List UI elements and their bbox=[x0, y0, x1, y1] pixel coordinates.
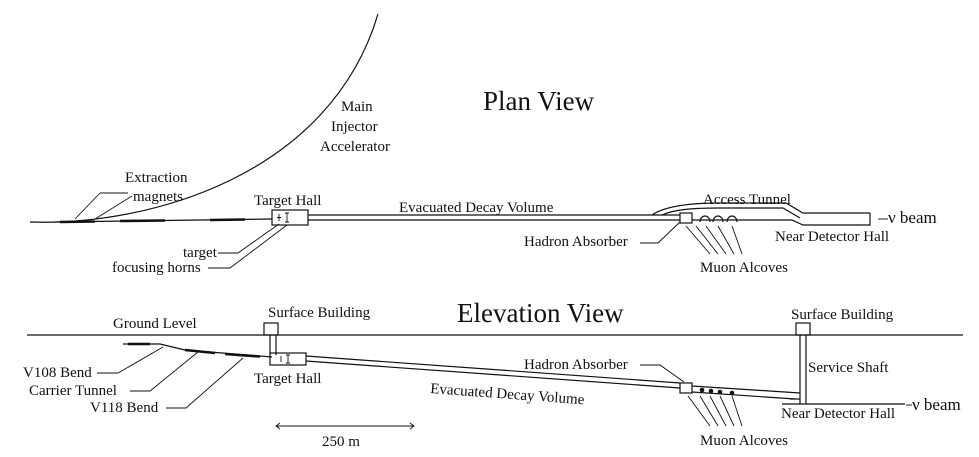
left-shaft bbox=[269, 335, 277, 355]
elevation-downstream-tunnel bbox=[691, 385, 801, 400]
carrier-tunnel-label: Carrier Tunnel bbox=[29, 383, 117, 399]
main-injector-label-3: Accelerator bbox=[320, 139, 390, 155]
elevation-nu-beam-label: ν beam bbox=[912, 395, 961, 414]
plan-target-label: target bbox=[183, 245, 218, 261]
plan-hadron-absorber-leader bbox=[640, 221, 681, 244]
elevation-muon-alcove-1 bbox=[699, 387, 705, 393]
plan-access-tunnel-inner bbox=[661, 207, 801, 219]
extraction-leader-2 bbox=[94, 195, 133, 220]
elevation-hadron-absorber-leader bbox=[640, 364, 685, 383]
ground-level-label: Ground Level bbox=[113, 316, 197, 332]
plan-decay-pipe bbox=[308, 214, 680, 221]
main-injector-label-2: Injector bbox=[331, 119, 378, 135]
plan-muon-alcove-3 bbox=[726, 215, 738, 223]
elevation-muon-alcove-2 bbox=[708, 388, 714, 394]
carrier-tunnel-magnet bbox=[184, 348, 216, 355]
service-shaft bbox=[799, 335, 807, 404]
extraction-label-1: Extraction bbox=[125, 170, 188, 186]
v108-bend-label: V108 Bend bbox=[23, 365, 92, 381]
plan-near-detector-hall-label: Near Detector Hall bbox=[775, 229, 889, 245]
plan-hadron-absorber-label: Hadron Absorber bbox=[524, 234, 628, 250]
plan-muon-alcove-2 bbox=[712, 215, 724, 223]
plan-view-title: Plan View bbox=[483, 86, 595, 116]
plan-target-hall-label: Target Hall bbox=[254, 193, 321, 209]
extraction-magnet-3 bbox=[209, 218, 246, 222]
service-shaft-label: Service Shaft bbox=[808, 360, 889, 376]
plan-decay-volume-label: Evacuated Decay Volume bbox=[399, 200, 554, 216]
extraction-magnet-2 bbox=[119, 219, 166, 223]
plan-access-tunnel-label: Access Tunnel bbox=[703, 192, 791, 208]
plan-nu-beam-label: ν beam bbox=[888, 208, 937, 227]
right-surface-building-label: Surface Building bbox=[791, 307, 894, 323]
left-surface-building bbox=[263, 322, 279, 336]
plan-target-horn-symbols bbox=[277, 212, 289, 223]
v118-bend-magnet bbox=[224, 352, 261, 358]
main-injector-arc bbox=[29, 13, 379, 223]
plan-near-detector-hall bbox=[692, 213, 871, 226]
extraction-label-2: magnets bbox=[133, 189, 183, 205]
main-injector-label-1: Main bbox=[341, 99, 373, 115]
extraction-magnet-1 bbox=[59, 220, 96, 224]
plan-focusing-horns-label: focusing horns bbox=[112, 260, 201, 276]
elevation-near-detector-hall-label: Near Detector Hall bbox=[781, 406, 895, 422]
plan-access-tunnel-top bbox=[651, 202, 870, 216]
plan-view: Plan View Main Injector Accelerator Extr… bbox=[29, 13, 937, 276]
elevation-near-detector-hall bbox=[782, 398, 905, 405]
plan-muon-alcoves-label: Muon Alcoves bbox=[700, 260, 788, 276]
plan-target-leader bbox=[218, 223, 280, 254]
plan-hadron-absorber bbox=[679, 212, 693, 224]
plan-muon-alcoves-leaders bbox=[685, 225, 743, 255]
plan-focusing-horns-leader bbox=[208, 224, 288, 269]
elevation-hadron-absorber bbox=[679, 382, 693, 394]
extraction-leader-1 bbox=[74, 192, 101, 220]
carrier-tunnel-leader bbox=[130, 351, 199, 392]
elevation-view-title: Elevation View bbox=[457, 298, 624, 328]
v118-bend-leader bbox=[166, 357, 244, 409]
elevation-decay-volume-label: Evacuated Decay Volume bbox=[430, 381, 585, 408]
elevation-target-hall-label: Target Hall bbox=[254, 371, 321, 387]
scale-bar-arrowheads bbox=[275, 422, 415, 430]
elevation-view: Elevation View Ground Level Surface Buil… bbox=[23, 298, 963, 450]
elevation-hadron-absorber-label: Hadron Absorber bbox=[524, 357, 628, 373]
elevation-muon-alcoves-leaders bbox=[687, 395, 743, 427]
elevation-muon-alcoves-label: Muon Alcoves bbox=[700, 433, 788, 449]
elevation-target-hall bbox=[269, 352, 307, 366]
elevation-target-horn-symbols bbox=[280, 354, 290, 364]
left-surface-building-label: Surface Building bbox=[268, 305, 371, 321]
plan-target-hall bbox=[271, 209, 309, 226]
elevation-muon-alcove-3 bbox=[717, 389, 723, 395]
scale-bar-label: 250 m bbox=[322, 434, 360, 450]
right-surface-building bbox=[795, 322, 811, 336]
plan-muon-alcove-1 bbox=[699, 215, 711, 223]
v118-bend-label: V118 Bend bbox=[90, 400, 159, 416]
elevation-decay-pipe bbox=[305, 355, 681, 389]
v108-bend-leader bbox=[97, 346, 164, 374]
